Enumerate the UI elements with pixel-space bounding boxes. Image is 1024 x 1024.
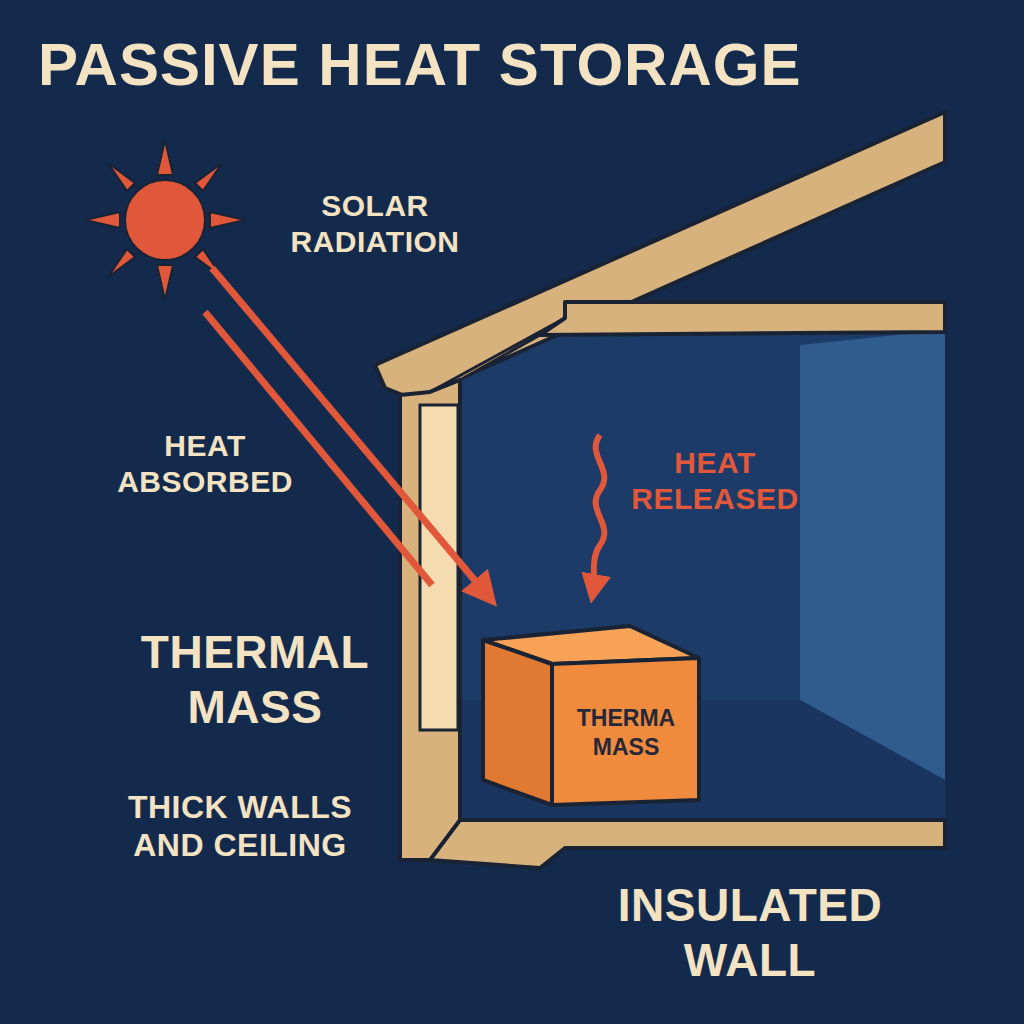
annotation-label: SOLAR RADIATION (268, 188, 482, 260)
thermal-mass-block: THERMA MASS (480, 622, 702, 808)
section-heading: THERMAL MASS (110, 625, 400, 735)
annotation-label: HEAT RELEASED (612, 445, 818, 517)
title: PASSIVE HEAT STORAGE (38, 30, 801, 99)
annotation-label: INSULATED WALL (585, 878, 915, 988)
block-label: THERMA MASS (558, 704, 694, 762)
annotation-label: HEAT ABSORBED (98, 428, 312, 500)
annotation-label: THICK WALLS AND CEILING (90, 788, 390, 865)
